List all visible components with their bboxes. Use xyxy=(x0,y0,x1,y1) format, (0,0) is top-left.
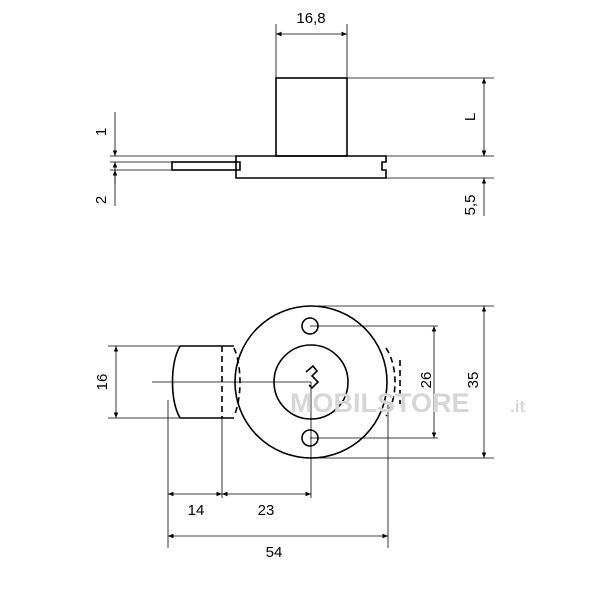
dim-bolt-width: 14 xyxy=(188,502,205,519)
dim-overall-width: 54 xyxy=(266,544,283,561)
bolt-tongue xyxy=(171,161,237,171)
key-slot xyxy=(305,364,320,390)
cylinder-body xyxy=(275,77,348,157)
front-view: 16 26 35 14 23 54 xyxy=(94,305,494,561)
svg-text:MOBILSTORE: MOBILSTORE xyxy=(290,388,470,418)
flange-plate xyxy=(235,155,387,179)
dim-hole-spacing: 26 xyxy=(418,372,435,389)
side-view: 16,8 L 5,5 1 2 xyxy=(93,10,494,216)
dim-flange-height: 5,5 xyxy=(462,195,479,216)
watermark-logo: MOBILSTORE .it xyxy=(290,388,525,418)
dim-top-width: 16,8 xyxy=(296,10,325,27)
dim-body-diameter: 35 xyxy=(465,372,482,389)
dim-bolt-offset: 2 xyxy=(93,196,110,204)
svg-text:.it: .it xyxy=(510,397,525,416)
dim-bolt-height: 16 xyxy=(94,374,111,391)
dim-length: L xyxy=(462,113,479,121)
dim-center-offset: 23 xyxy=(258,502,275,519)
dim-plate-thickness: 1 xyxy=(93,128,110,136)
